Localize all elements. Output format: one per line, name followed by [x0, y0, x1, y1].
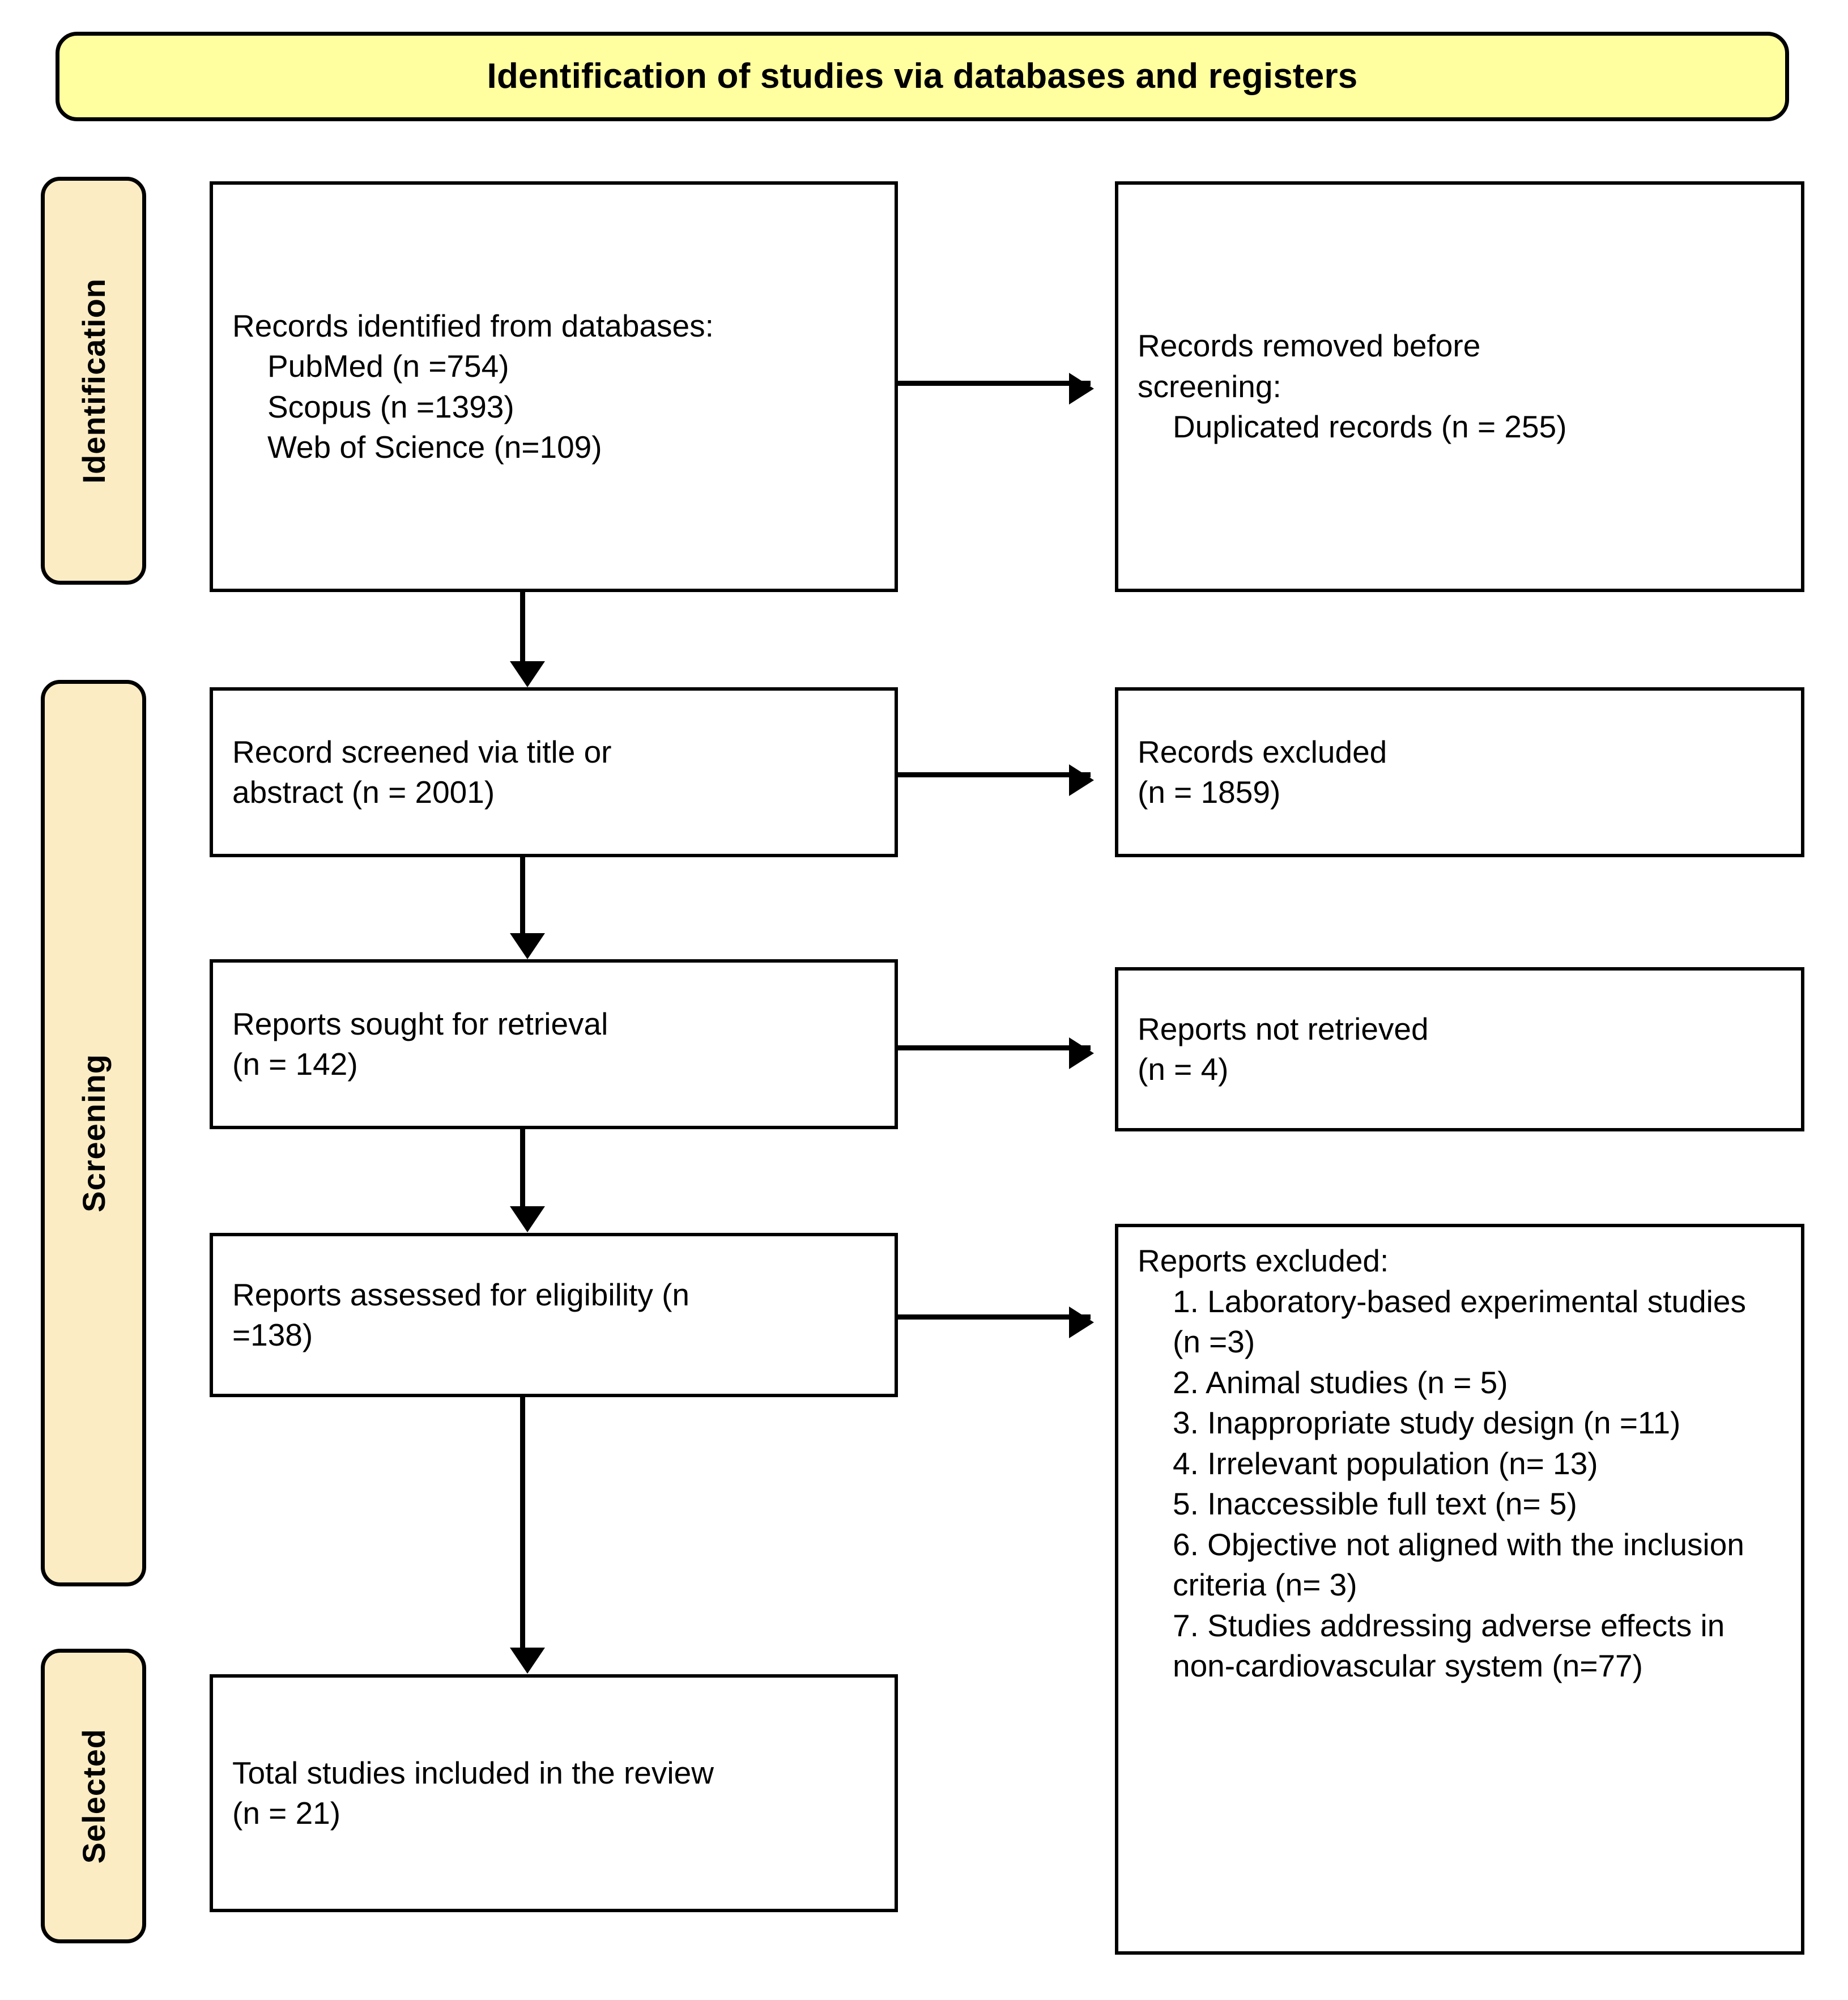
box-line: (n = 142) — [232, 1046, 358, 1082]
stage-label-selected: Selected — [75, 1728, 112, 1864]
stage-label-identification: Identification — [75, 278, 112, 484]
arrow-identified-to-removed — [898, 373, 1094, 405]
box-records-identified: Records identified from databases: PubMe… — [210, 181, 898, 592]
box-line: Records excluded — [1138, 734, 1387, 769]
box-line: 7. Studies addressing adverse effects in… — [1173, 1607, 1734, 1684]
stage-band-selected: Selected — [41, 1649, 146, 1943]
stage-band-identification: Identification — [41, 177, 146, 585]
box-line: (n = 4) — [1138, 1052, 1229, 1087]
box-line: Reports not retrieved — [1138, 1011, 1429, 1046]
box-line: Records identified from databases: — [232, 308, 714, 343]
box-line: Reports assessed for eligibility (n — [232, 1276, 690, 1312]
box-reports-assessed: Reports assessed for eligibility (n =138… — [210, 1233, 898, 1397]
box-line: Total studies included in the review — [232, 1755, 714, 1790]
stage-label-screening: Screening — [75, 1054, 112, 1212]
box-reports-sought: Reports sought for retrieval (n = 142) — [210, 959, 898, 1129]
box-line: Duplicated records (n = 255) — [1173, 409, 1567, 445]
box-line: abstract (n = 2001) — [232, 775, 495, 810]
page-title: Identification of studies via databases … — [487, 56, 1358, 96]
box-records-screened: Record screened via title or abstract (n… — [210, 687, 898, 857]
arrow-sought-to-not-retrieved — [898, 1037, 1094, 1069]
diagram-title-banner: Identification of studies via databases … — [56, 32, 1789, 121]
box-line: (n = 1859) — [1138, 775, 1281, 810]
arrow-sought-to-assessed — [510, 1129, 545, 1232]
arrow-identified-to-screened — [510, 591, 545, 687]
box-reports-excluded: Reports excluded: 1. Laboratory-based ex… — [1115, 1224, 1804, 1955]
arrow-screened-to-sought — [510, 857, 545, 959]
box-line: 2. Animal studies (n = 5) — [1173, 1364, 1508, 1400]
box-line: (n = 21) — [232, 1795, 341, 1831]
box-line: PubMed (n =754) — [267, 348, 509, 384]
box-line: Records removed before — [1138, 328, 1481, 364]
box-heading: Reports excluded: — [1138, 1243, 1389, 1278]
box-reports-not-retrieved: Reports not retrieved (n = 4) — [1115, 967, 1804, 1131]
box-line: 1. Laboratory-based experimental studies… — [1173, 1283, 1755, 1360]
arrow-assessed-to-excluded — [898, 1307, 1094, 1338]
box-line: Scopus (n =1393) — [267, 389, 514, 424]
arrow-screened-to-excluded — [898, 764, 1094, 796]
box-records-excluded: Records excluded (n = 1859) — [1115, 687, 1804, 857]
box-line: 4. Irrelevant population (n= 13) — [1173, 1445, 1598, 1481]
box-line: Web of Science (n=109) — [267, 429, 602, 465]
stage-band-screening: Screening — [41, 680, 146, 1586]
box-line: screening: — [1138, 368, 1281, 404]
box-line: Record screened via title or — [232, 734, 612, 769]
box-records-removed: Records removed before screening: Duplic… — [1115, 181, 1804, 592]
box-line: 6. Objective not aligned with the inclus… — [1173, 1526, 1753, 1603]
box-line: 5. Inaccessible full text (n= 5) — [1173, 1486, 1577, 1521]
box-total-studies-included: Total studies included in the review (n … — [210, 1674, 898, 1912]
box-line: 3. Inappropriate study design (n =11) — [1173, 1405, 1681, 1440]
box-line: Reports sought for retrieval — [232, 1006, 608, 1041]
arrow-assessed-to-included — [510, 1397, 545, 1674]
box-line: =138) — [232, 1317, 313, 1352]
